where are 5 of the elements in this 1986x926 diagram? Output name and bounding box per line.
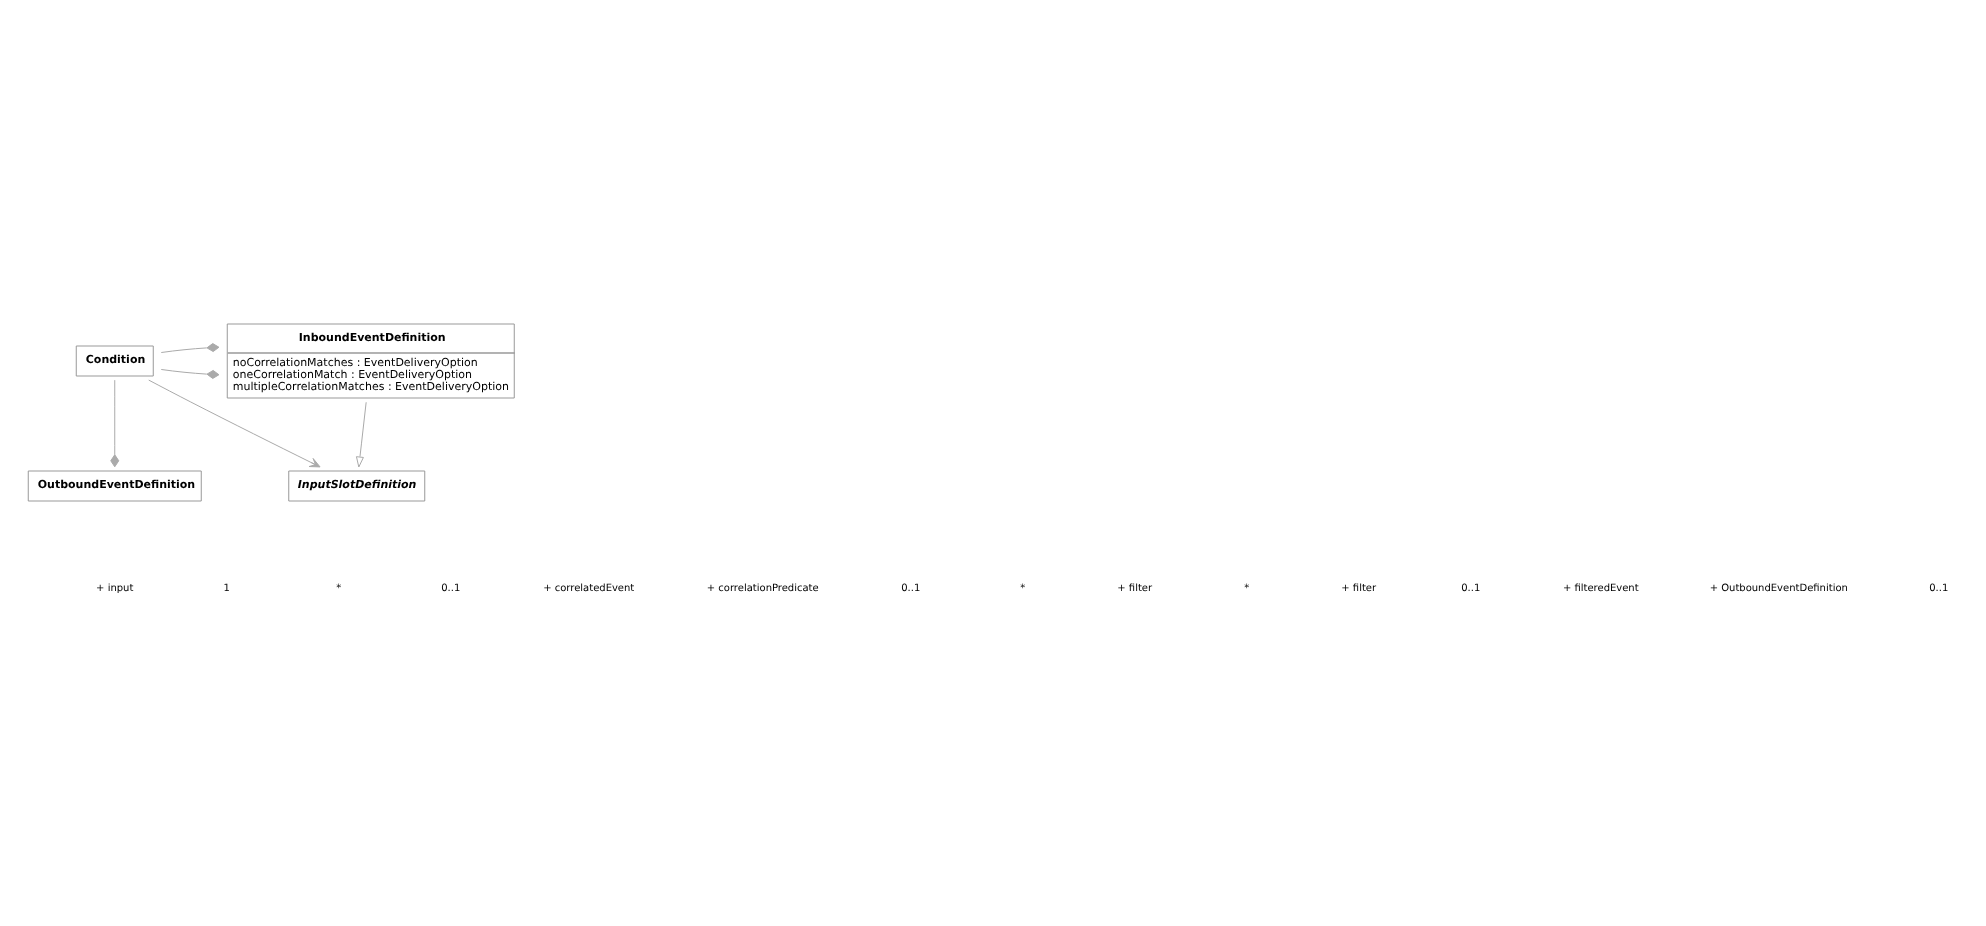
connector <box>160 343 220 354</box>
connector <box>160 368 220 379</box>
arrow <box>355 401 367 468</box>
connector <box>110 379 120 468</box>
arrow <box>148 379 321 468</box>
